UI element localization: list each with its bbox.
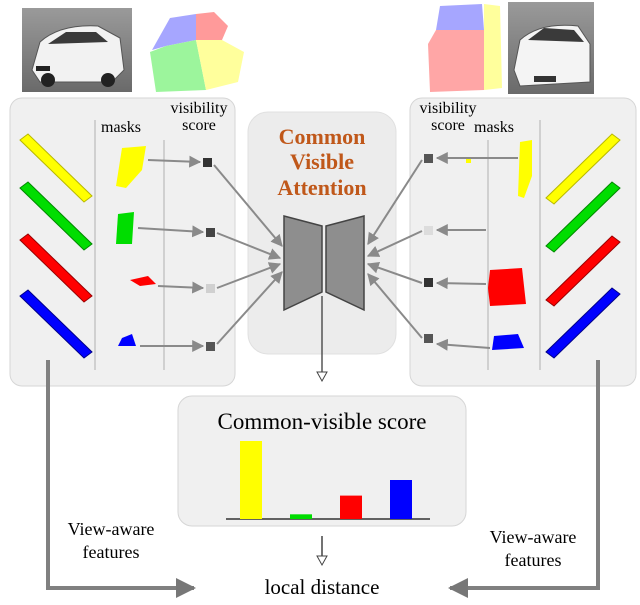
left-feature-blue bbox=[19, 289, 93, 359]
right-visibility-line2: score bbox=[431, 116, 465, 134]
right-view-aware-line1: View-aware bbox=[489, 527, 577, 547]
right-feature-blue bbox=[545, 287, 621, 359]
left-mask-red bbox=[130, 276, 156, 286]
right-score-cube-4 bbox=[424, 334, 433, 343]
right-feature-yellow bbox=[545, 133, 621, 205]
left-feature-green bbox=[19, 181, 93, 251]
local-distance-label: local distance bbox=[264, 575, 380, 599]
right-visibility-line1: visibility bbox=[419, 100, 477, 117]
right-part-masks bbox=[466, 140, 532, 350]
score-bar-4 bbox=[390, 480, 412, 519]
right-feature-bars bbox=[545, 133, 621, 359]
right-score-cube-2 bbox=[424, 226, 433, 235]
left-mask-yellow bbox=[116, 146, 146, 188]
left-view-aware-line2: features bbox=[82, 541, 140, 562]
left-feature-bars bbox=[19, 133, 93, 359]
score-to-distance-arrow bbox=[316, 536, 328, 567]
right-visibility-scores bbox=[424, 154, 433, 343]
score-bars bbox=[240, 441, 412, 519]
attention-to-score-arrow bbox=[316, 296, 328, 383]
left-view-aware-label: View-aware features bbox=[56, 518, 166, 563]
right-masks-label: masks bbox=[474, 119, 514, 136]
attention-title-line2: Visible bbox=[290, 149, 354, 175]
left-score-arrows bbox=[137, 155, 205, 352]
right-view-aware-line2: features bbox=[504, 549, 562, 570]
left-to-attention-arrows bbox=[213, 164, 283, 345]
right-mask-red bbox=[488, 268, 526, 306]
right-to-attention-arrows bbox=[366, 159, 423, 339]
score-bar-1 bbox=[240, 441, 262, 519]
left-score-cube-2 bbox=[206, 228, 215, 237]
right-score-arrows bbox=[435, 152, 518, 351]
left-car-photo bbox=[22, 8, 132, 92]
right-feature-red bbox=[545, 235, 621, 307]
right-car-mask bbox=[428, 4, 502, 92]
right-feature-green bbox=[545, 181, 621, 253]
left-part-masks bbox=[116, 146, 156, 346]
right-score-cube-3 bbox=[424, 278, 433, 287]
left-visibility-scores bbox=[203, 158, 215, 351]
right-features-arrow bbox=[448, 360, 600, 598]
left-features-arrow bbox=[46, 360, 196, 598]
left-masks-label: masks bbox=[101, 119, 141, 136]
right-score-cube-1 bbox=[424, 154, 433, 163]
right-visibility-score-label: visibility score bbox=[412, 100, 484, 135]
attention-title-line3: Attention bbox=[277, 174, 367, 200]
left-car-mask bbox=[150, 12, 244, 92]
left-visibility-score-label: visibility score bbox=[164, 100, 234, 135]
right-panel bbox=[409, 97, 637, 387]
left-score-cube-3 bbox=[206, 284, 215, 293]
score-panel-title: Common-visible score bbox=[217, 409, 427, 434]
right-mask-yellow bbox=[518, 140, 532, 198]
left-score-cube-4 bbox=[206, 342, 215, 351]
right-car-photo bbox=[508, 2, 594, 94]
left-feature-yellow bbox=[19, 133, 93, 203]
score-bar-3 bbox=[340, 495, 362, 519]
attention-title: Common Visible Attention bbox=[256, 124, 388, 200]
left-mask-green bbox=[116, 212, 134, 244]
left-feature-red bbox=[19, 233, 93, 303]
right-view-aware-label: View-aware features bbox=[478, 526, 588, 571]
left-visibility-line2: score bbox=[182, 116, 216, 134]
attention-title-line1: Common bbox=[278, 124, 366, 149]
attention-module-icon bbox=[283, 215, 365, 312]
right-mask-blue bbox=[492, 334, 524, 350]
left-mask-blue bbox=[118, 334, 136, 346]
score-bar-2 bbox=[290, 514, 312, 519]
left-visibility-line1: visibility bbox=[170, 100, 228, 117]
left-view-aware-line1: View-aware bbox=[67, 519, 155, 539]
left-score-cube-1 bbox=[203, 158, 212, 167]
